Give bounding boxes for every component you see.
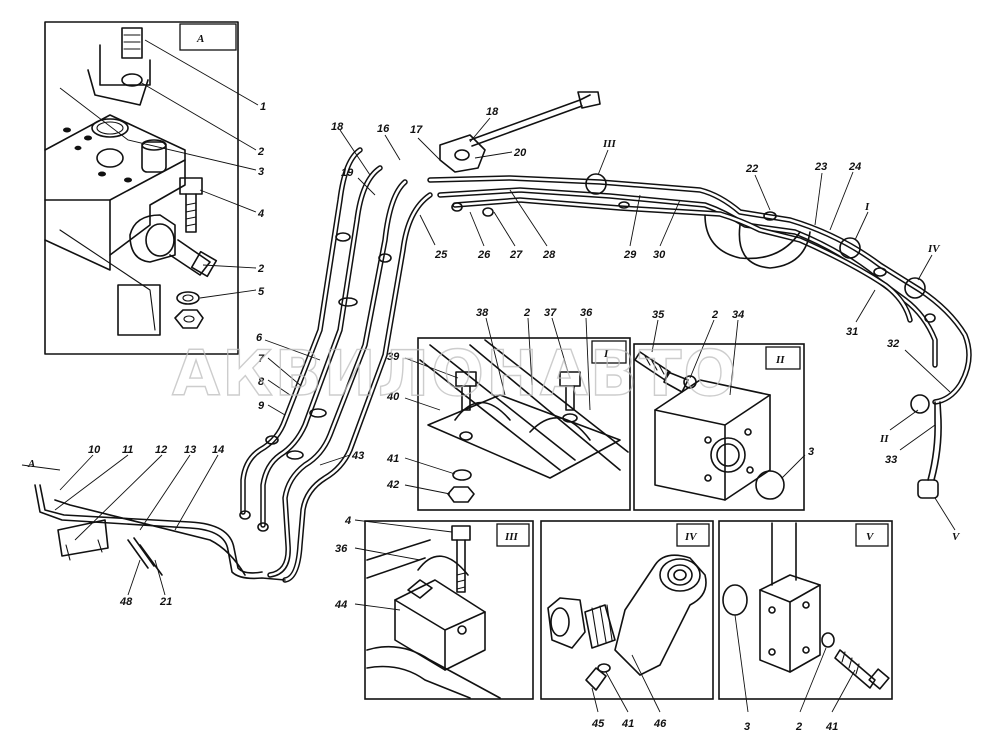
callout-i-40: 40	[386, 391, 400, 403]
callout-v: V	[952, 531, 961, 543]
callout-16: 16	[377, 123, 390, 135]
callout-iv-45: 45	[591, 718, 605, 730]
callout-23: 23	[814, 161, 827, 173]
callout-v-2: 2	[795, 721, 802, 733]
callout-21: 21	[159, 596, 172, 608]
callout-8: 8	[258, 376, 265, 388]
callout-30: 30	[653, 249, 666, 261]
callout-17: 17	[410, 124, 423, 136]
arrow-a-label: A	[27, 458, 35, 470]
callout-9: 9	[258, 400, 265, 412]
callout-v-3: 3	[744, 721, 750, 733]
callout-12: 12	[155, 444, 167, 456]
callout-13: 13	[184, 444, 196, 456]
callout-iv-41: 41	[621, 718, 634, 730]
callout-i: I	[864, 201, 870, 213]
panel-a-label: A	[196, 33, 204, 45]
panel-iv-label: IV	[684, 531, 698, 543]
callout-20: 20	[513, 147, 527, 159]
callout-26: 26	[477, 249, 491, 261]
callout-a-2: 2	[257, 146, 264, 158]
detail-panel-a: A	[44, 21, 266, 355]
callout-iv: IV	[927, 243, 941, 255]
detail-panel-ii: II 35 2 34 3	[633, 309, 814, 511]
callout-i-42: 42	[386, 479, 399, 491]
callout-19: 19	[341, 167, 354, 179]
callout-24: 24	[848, 161, 861, 173]
main-callouts: 18 16 17 18 20 19 III 22 23 24 I 25 26 2…	[21, 106, 961, 608]
callout-a-2b: 2	[257, 263, 264, 275]
callout-27: 27	[509, 249, 523, 261]
detail-panel-i: I 38 2 37 36 39 40 41 42	[386, 307, 631, 511]
callout-ii-35: 35	[652, 309, 665, 321]
panel-ii-label: II	[775, 354, 785, 366]
callout-11: 11	[122, 444, 133, 456]
detail-panel-iv: IV 45 41 46	[540, 520, 714, 730]
panel-iii-label: III	[504, 531, 519, 543]
callout-18a: 18	[331, 121, 344, 133]
callout-ii-34: 34	[732, 309, 744, 321]
callout-iii: III	[602, 138, 617, 150]
callout-32: 32	[887, 338, 899, 350]
panel-v-label: V	[866, 531, 875, 543]
callout-i-37: 37	[544, 307, 557, 319]
detail-panel-v: V 3 2 41	[718, 520, 893, 733]
callout-v-41: 41	[825, 721, 838, 733]
callout-29: 29	[623, 249, 637, 261]
callout-i-36: 36	[580, 307, 593, 319]
callout-i-38: 38	[476, 307, 489, 319]
panel-i-label: I	[603, 348, 609, 360]
callout-48: 48	[119, 596, 133, 608]
watermark: АКВИЛОНАВТО	[172, 337, 738, 410]
callout-22: 22	[745, 163, 758, 175]
callout-a-5: 5	[258, 286, 265, 298]
callout-iii-44: 44	[334, 599, 347, 611]
callout-a-1: 1	[260, 101, 266, 113]
callout-iv-46: 46	[653, 718, 667, 730]
callout-i-39: 39	[387, 351, 400, 363]
callout-6: 6	[256, 332, 263, 344]
callout-a-4: 4	[257, 208, 264, 220]
callout-14: 14	[212, 444, 224, 456]
callout-ii: II	[879, 433, 889, 445]
callout-iii-36: 36	[335, 543, 348, 555]
callout-33: 33	[885, 454, 897, 466]
callout-28: 28	[542, 249, 556, 261]
callout-7: 7	[258, 353, 265, 365]
callout-10: 10	[88, 444, 101, 456]
callout-i-41: 41	[386, 453, 399, 465]
callout-25: 25	[434, 249, 448, 261]
callout-18b: 18	[486, 106, 499, 118]
detail-panel-iii: III 4 36 44	[334, 515, 534, 700]
callout-43: 43	[351, 450, 364, 462]
pipe-assembly	[34, 91, 972, 583]
callout-i-2: 2	[523, 307, 530, 319]
callout-ii-3: 3	[808, 446, 814, 458]
callout-a-3: 3	[258, 166, 264, 178]
callout-31: 31	[846, 326, 858, 338]
callout-ii-2: 2	[711, 309, 718, 321]
callout-iii-4: 4	[344, 515, 351, 527]
